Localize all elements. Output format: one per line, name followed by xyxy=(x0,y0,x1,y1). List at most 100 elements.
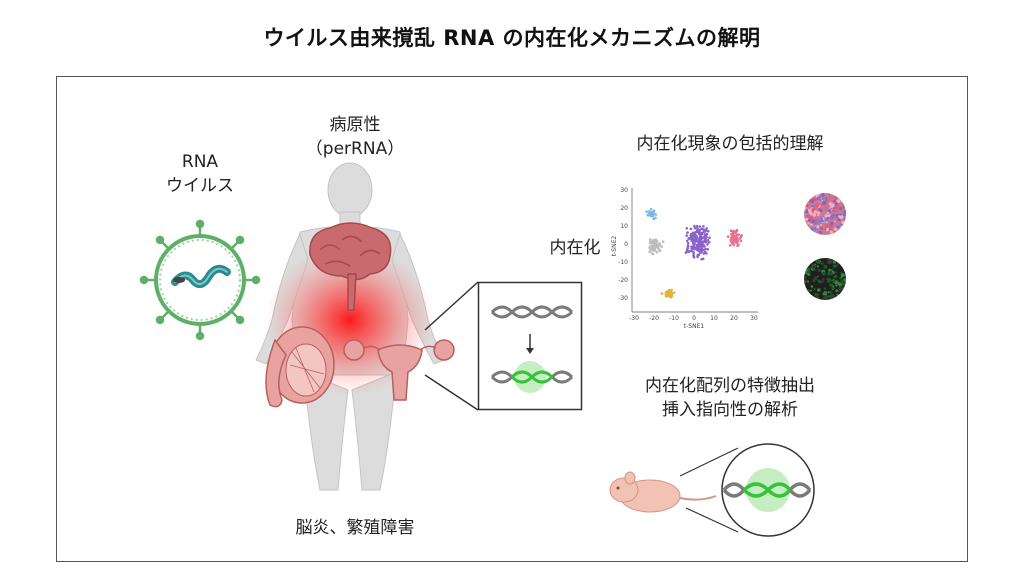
tsne-point xyxy=(697,239,700,242)
microscopy-speckle xyxy=(837,262,840,265)
microscopy-speckle xyxy=(837,280,840,283)
microscopy-speckle xyxy=(821,262,824,265)
tsne-point xyxy=(735,233,738,237)
microscopy-speckle xyxy=(825,227,830,232)
microscopy-speckle xyxy=(807,204,810,207)
tsne-point xyxy=(699,247,702,250)
microscopy-speckle xyxy=(820,232,823,235)
microscopy-speckle xyxy=(830,207,833,210)
tsne-point xyxy=(651,244,654,248)
microscopy-speckle xyxy=(807,267,811,271)
microscopy-speckle xyxy=(827,198,830,201)
tsne-xtick: -10 xyxy=(669,315,679,322)
dna-insertion-box xyxy=(477,281,583,411)
tsne-point xyxy=(660,292,664,295)
microscopy-speckle xyxy=(832,260,836,264)
microscopy-speckle xyxy=(826,258,829,260)
microscopy-speckle xyxy=(804,206,807,210)
tsne-point xyxy=(701,248,704,251)
pathogenicity-label: 病原性 （perRNA） xyxy=(285,113,425,161)
microscopy-speckle xyxy=(806,289,810,293)
tsne-point xyxy=(691,237,695,241)
virus-label: RNA ウイルス xyxy=(160,150,240,198)
tsne-point xyxy=(654,216,657,220)
tsne-point xyxy=(693,226,697,230)
tsne-point xyxy=(738,237,742,240)
microscopy-speckle xyxy=(825,208,828,211)
tsne-point xyxy=(665,292,669,296)
tsne-point xyxy=(695,235,698,238)
tsne-point xyxy=(740,234,743,238)
tsne-point xyxy=(696,227,699,230)
microscopy-speckle xyxy=(814,221,818,225)
tsne-point xyxy=(703,250,707,254)
tsne-point xyxy=(726,235,730,238)
tsne-point xyxy=(646,214,650,217)
microscopy-speckle xyxy=(827,214,831,217)
virus-label-line1: RNA xyxy=(181,152,219,172)
tsne-point xyxy=(648,238,652,241)
microscopy-speckle xyxy=(811,205,814,208)
tsne-point xyxy=(733,238,736,241)
microscopy-speckle xyxy=(836,226,839,229)
microscopy-speckle xyxy=(804,280,807,283)
tsne-point xyxy=(694,238,697,241)
microscopy-speckle xyxy=(828,227,833,231)
tsne-point xyxy=(695,243,698,247)
microscopy-speckle xyxy=(807,218,811,222)
tsne-point xyxy=(690,245,693,248)
tsne-point xyxy=(731,242,734,245)
tsne-point xyxy=(689,232,693,236)
microscopy-speckle xyxy=(817,288,821,292)
tsne-point xyxy=(707,229,710,233)
microscopy-speckle xyxy=(843,281,846,284)
microscopy-speckle xyxy=(837,290,840,293)
tsne-point xyxy=(693,231,697,235)
tsne-ytick: -10 xyxy=(618,259,628,266)
microscopy-speckle xyxy=(844,219,846,222)
microscopy-speckle xyxy=(816,275,819,278)
microscopy-speckle xyxy=(824,206,827,209)
tsne-point xyxy=(702,228,705,231)
microscopy-speckle xyxy=(830,272,834,276)
microscopy-speckle xyxy=(830,215,834,219)
tsne-point xyxy=(702,230,705,234)
microscopy-speckle xyxy=(828,258,831,262)
microscopy-speckle xyxy=(825,199,829,202)
microscopy-speckle xyxy=(817,293,820,296)
tsne-point xyxy=(707,240,711,244)
microscopy-speckle xyxy=(828,295,832,299)
microscopy-speckle xyxy=(804,209,806,212)
microscopy-speckle xyxy=(818,208,823,213)
microscopy-speckle xyxy=(825,221,828,224)
tsne-ytick: 0 xyxy=(624,241,628,248)
tsne-point xyxy=(651,215,655,218)
tsne-point xyxy=(661,240,665,243)
microscopy-speckle xyxy=(804,203,808,208)
microscopy-speckle xyxy=(835,289,838,292)
tsne-point xyxy=(700,231,703,235)
tsne-point xyxy=(704,247,707,251)
tsne-point xyxy=(693,224,696,228)
microscopy-speckle xyxy=(811,207,813,209)
figure-title: ウイルス由来撹乱 RNA の内在化メカニズムの解明 xyxy=(263,26,761,50)
microscopy-speckle xyxy=(841,220,845,225)
microscopy-speckle xyxy=(812,205,816,208)
microscopy-speckle xyxy=(840,285,843,288)
tsne-point xyxy=(669,296,673,299)
microscopy-speckle xyxy=(824,295,828,299)
microscopy-speckle xyxy=(806,280,810,283)
microscopy-images xyxy=(804,193,846,300)
microscopy-speckle xyxy=(823,292,827,296)
tsne-point xyxy=(686,239,689,243)
microscopy-speckle xyxy=(832,294,835,297)
tsne-xtick: -30 xyxy=(629,315,639,322)
tsne-ytick: -30 xyxy=(618,295,628,302)
microscopy-speckle xyxy=(824,228,827,231)
microscopy-speckle xyxy=(838,206,843,211)
microscopy-speckle xyxy=(830,203,835,208)
tsne-xlabel: t-SNE1 xyxy=(684,323,705,330)
microscopy-speckle xyxy=(830,221,834,226)
microscopy-speckle xyxy=(816,225,820,229)
